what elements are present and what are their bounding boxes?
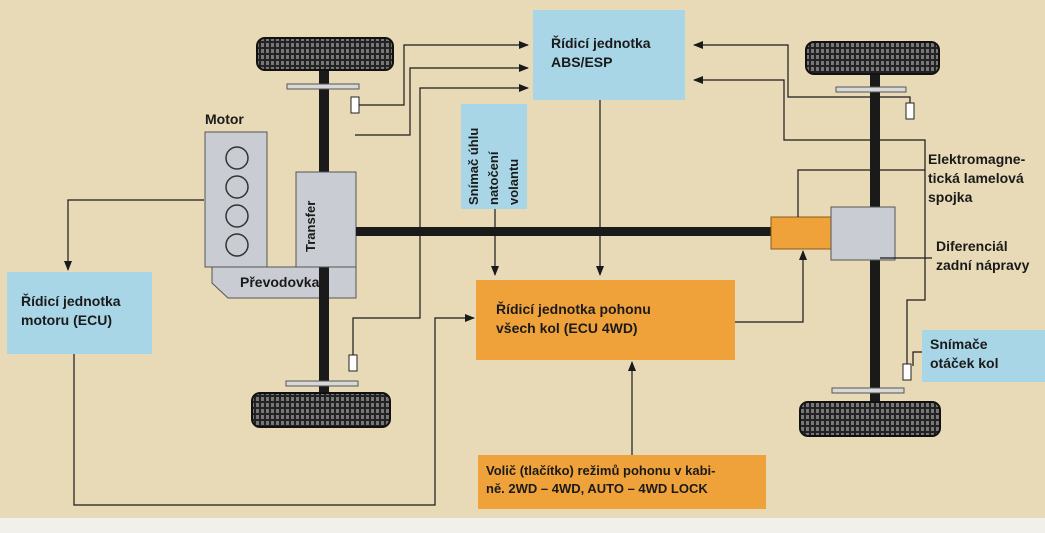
selector-line1: Volič (tlačítko) režimů pohonu v kabi- bbox=[486, 463, 716, 478]
clutch-leader bbox=[797, 169, 925, 217]
rear-right-hub bbox=[831, 387, 905, 394]
steering-angle-sensor: Snímač úhlu natočení volantu bbox=[461, 104, 527, 209]
rear-right-wheel bbox=[799, 401, 941, 437]
wire-ecu-4wd bbox=[73, 314, 475, 506]
abs-esp-unit: Řídicí jednotka ABS/ESP bbox=[533, 10, 685, 100]
rear-left-hub bbox=[835, 86, 907, 93]
wheelsensor-line2: otáček kol bbox=[930, 355, 999, 371]
cylinder-4 bbox=[225, 233, 249, 257]
wire-fl-abs-2 bbox=[355, 64, 529, 136]
bottom-margin bbox=[0, 518, 1045, 533]
steer-line3: volantu bbox=[506, 158, 521, 205]
motor-label: Motor bbox=[205, 111, 244, 127]
sensor-front-left bbox=[350, 96, 360, 114]
selector-line2: ně. 2WD – 4WD, AUTO – 4WD LOCK bbox=[486, 481, 708, 496]
transfer-label: Transfer bbox=[303, 200, 318, 252]
rear-left-wheel bbox=[805, 41, 940, 75]
ecu-4wd-line1: Řídicí jednotka pohonu bbox=[496, 301, 651, 317]
transfer-box bbox=[295, 171, 357, 268]
diff-line1: Diferenciál bbox=[936, 238, 1008, 254]
wheelsensor-line1: Snímače bbox=[930, 336, 988, 352]
clutch bbox=[770, 216, 832, 250]
engine-ecu: Řídicí jednotka motoru (ECU) bbox=[7, 272, 152, 354]
wire-rl-abs bbox=[693, 41, 911, 103]
steer-line2: natočení bbox=[486, 151, 501, 205]
cylinder-3 bbox=[225, 204, 249, 228]
sensor-rear-right bbox=[902, 363, 912, 381]
sensor-leader bbox=[912, 351, 922, 366]
cylinder-2 bbox=[225, 175, 249, 199]
gearbox-label: Převodovka bbox=[240, 274, 320, 290]
ecu-4wd-line2: všech kol (ECU 4WD) bbox=[496, 320, 638, 336]
wire-fr-abs bbox=[352, 84, 529, 355]
diff-line2: zadní nápravy bbox=[936, 257, 1030, 273]
wire-fl-abs-1 bbox=[359, 41, 529, 106]
ecu-4wd: Řídicí jednotka pohonu všech kol (ECU 4W… bbox=[476, 280, 735, 360]
front-right-wheel bbox=[251, 392, 391, 428]
wire-4wd-clutch bbox=[735, 250, 807, 323]
abs-esp-line1: Řídicí jednotka bbox=[551, 35, 651, 51]
drive-mode-selector: Volič (tlačítko) režimů pohonu v kabi- n… bbox=[478, 455, 766, 509]
steer-line1: Snímač úhlu bbox=[466, 127, 481, 205]
sensor-rear-left bbox=[905, 102, 915, 120]
clutch-line3: spojka bbox=[928, 189, 973, 205]
rear-differential bbox=[830, 206, 896, 261]
wire-motor-ecu bbox=[64, 199, 204, 271]
engine-ecu-line2: motoru (ECU) bbox=[21, 312, 112, 328]
sensor-front-right bbox=[348, 354, 358, 372]
clutch-line2: tická lamelová bbox=[928, 170, 1024, 186]
clutch-label: Elektromagne- tická lamelová spojka bbox=[928, 150, 1025, 207]
cylinder-1 bbox=[225, 146, 249, 170]
propshaft bbox=[356, 227, 771, 236]
engine-ecu-line1: Řídicí jednotka bbox=[21, 293, 121, 309]
wheel-speed-sensors: Snímače otáček kol bbox=[922, 330, 1045, 382]
front-right-hub bbox=[285, 380, 359, 387]
wire-rr-abs bbox=[693, 76, 926, 364]
abs-esp-line2: ABS/ESP bbox=[551, 54, 613, 70]
differential-label: Diferenciál zadní nápravy bbox=[936, 237, 1029, 275]
front-left-hub bbox=[286, 83, 360, 90]
front-left-wheel bbox=[256, 37, 394, 71]
clutch-line1: Elektromagne- bbox=[928, 151, 1026, 167]
